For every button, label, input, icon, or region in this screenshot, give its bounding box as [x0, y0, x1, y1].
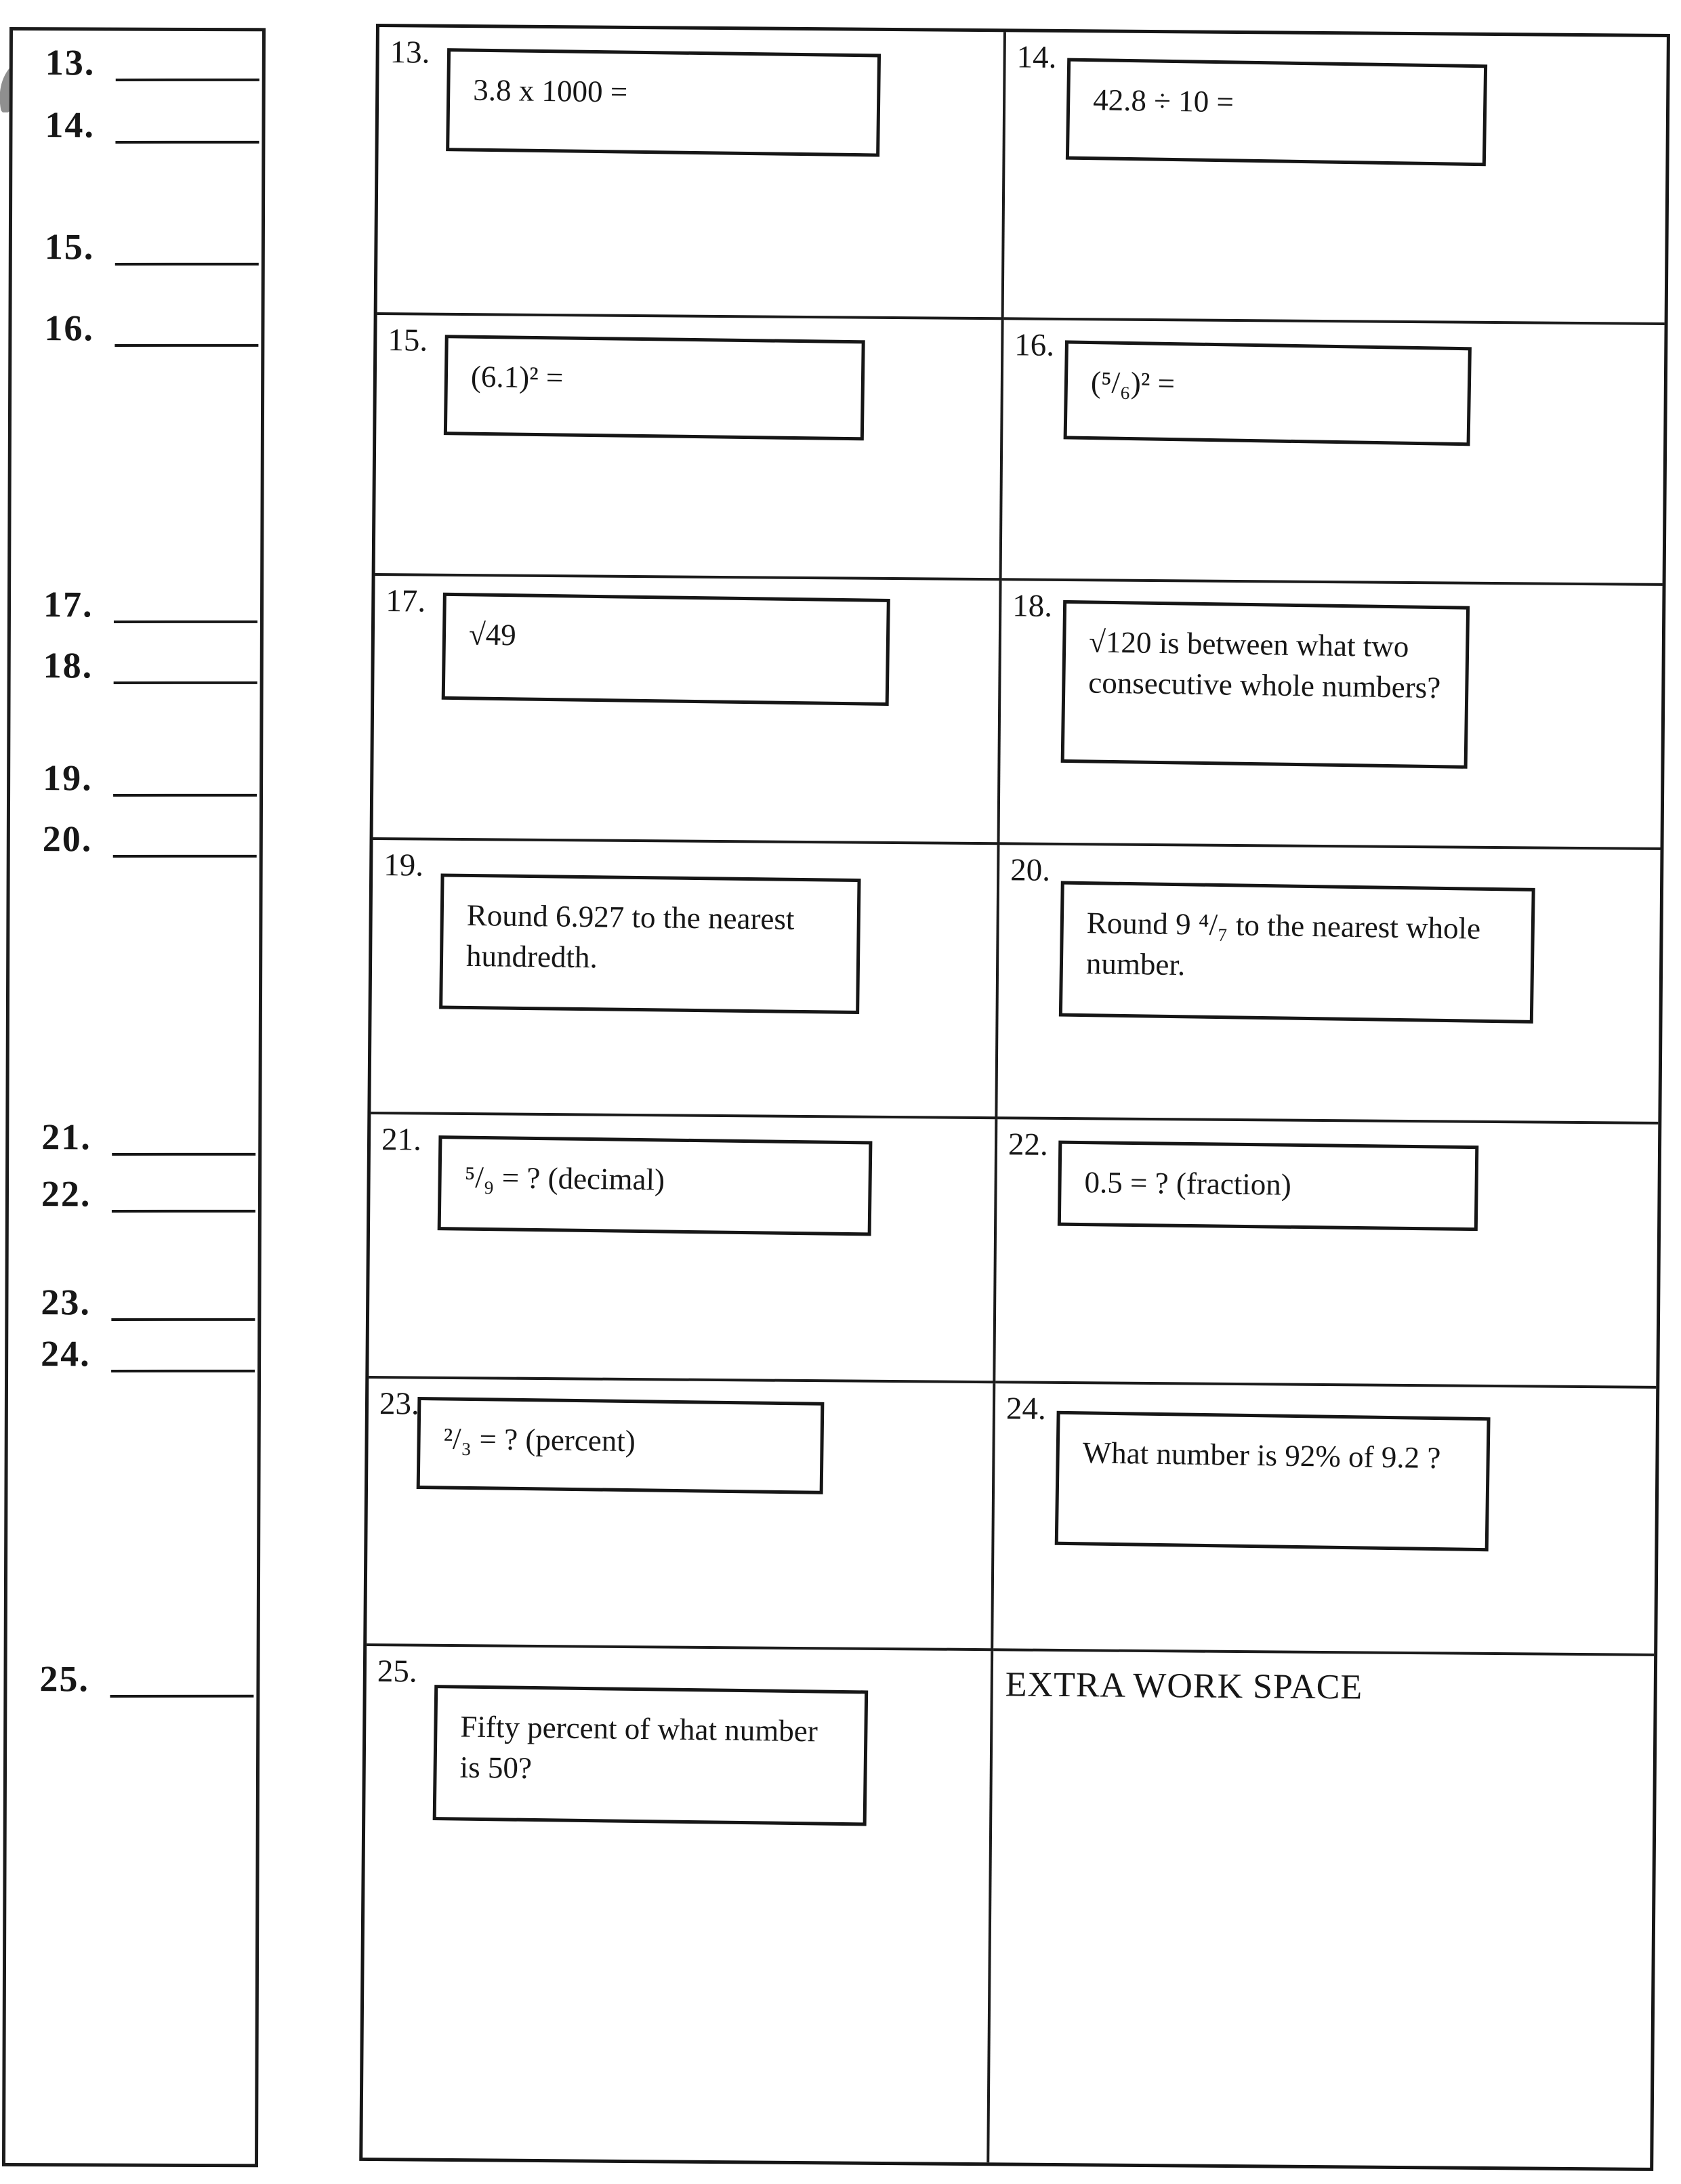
cell-number: 21. — [381, 1122, 422, 1158]
problems-grid: 13. 3.8 x 1000 = 14. 42.8 ÷ 10 = 15. (6.… — [359, 24, 1670, 2171]
answer-number: 15. — [44, 226, 95, 268]
extra-work-space-label: EXTRA WORK SPACE — [1005, 1665, 1363, 1707]
answer-blank-line — [111, 1362, 255, 1372]
answer-number: 18. — [43, 645, 94, 686]
answer-blank-line — [115, 133, 260, 144]
cell-number: 17. — [386, 583, 426, 619]
extra-work-space-cell: EXTRA WORK SPACE — [989, 1651, 1654, 2168]
question-box: ⁵/₉ = ? (decimal) — [437, 1135, 873, 1236]
question-text: Round 9 ⁴/₇ to the nearest whole number. — [1085, 906, 1481, 982]
problem-cell-25: 25. Fifty percent of what number is 50? — [362, 1645, 994, 2163]
cell-number: 13. — [390, 35, 430, 70]
answer-item: 25. — [39, 1658, 254, 1700]
question-text: (⁵/₆)² = — [1090, 365, 1176, 401]
question-text: ²/₃ = ? (percent) — [443, 1421, 636, 1458]
cell-number: 20. — [1010, 852, 1051, 888]
cell-number: 23. — [379, 1386, 419, 1422]
answer-number: 24. — [41, 1333, 91, 1374]
problem-cell-19: 19. Round 6.927 to the nearest hundredth… — [371, 840, 1000, 1120]
answer-blank-line — [112, 1146, 256, 1156]
cell-number: 18. — [1012, 588, 1053, 624]
question-text: 0.5 = ? (fraction) — [1084, 1165, 1292, 1202]
answer-blank-line — [110, 1687, 254, 1698]
question-box: √120 is between what two consecutive who… — [1060, 600, 1470, 769]
question-text: (6.1)² = — [470, 359, 564, 395]
cell-number: 25. — [377, 1654, 417, 1689]
problem-cell-17: 17. √49 — [373, 576, 1002, 845]
answer-item: 19. — [43, 757, 257, 799]
answer-item: 22. — [41, 1173, 255, 1215]
problem-cell-16: 16. (⁵/₆)² = — [1001, 320, 1665, 586]
answer-blank-line — [111, 1202, 255, 1213]
question-box: 0.5 = ? (fraction) — [1057, 1140, 1479, 1232]
answer-item: 20. — [43, 818, 257, 860]
problem-cell-23: 23. ²/₃ = ? (percent) — [367, 1378, 996, 1652]
answer-number: 20. — [42, 818, 93, 860]
question-text: What number is 92% of 9.2 ? — [1082, 1435, 1441, 1475]
cell-number: 24. — [1005, 1391, 1046, 1427]
answer-blank-line — [111, 1311, 255, 1321]
problem-cell-13: 13. 3.8 x 1000 = — [377, 27, 1006, 320]
question-box: Round 6.927 to the nearest hundredth. — [439, 873, 861, 1014]
problem-cell-20: 20. Round 9 ⁴/₇ to the nearest whole num… — [997, 845, 1661, 1125]
problem-cell-18: 18. √120 is between what two consecutive… — [999, 581, 1663, 850]
answer-number: 19. — [43, 757, 93, 799]
question-box: (⁵/₆)² = — [1063, 340, 1472, 446]
answer-item: 24. — [41, 1332, 255, 1375]
question-box: ²/₃ = ? (percent) — [416, 1396, 825, 1494]
answer-column: 13. 14. 15. 16. 17. 18. 19. 20. 21. 22. — [1, 27, 266, 2168]
question-text: Fifty percent of what number is 50? — [459, 1709, 818, 1786]
answer-blank-line — [113, 674, 257, 685]
question-text: ⁵/₉ = ? (decimal) — [464, 1160, 665, 1197]
answer-blank-line — [115, 71, 260, 82]
answer-number: 17. — [43, 584, 94, 625]
answer-number: 25. — [39, 1658, 90, 1700]
problem-cell-15: 15. (6.1)² = — [375, 315, 1004, 581]
cell-number: 22. — [1008, 1127, 1048, 1162]
answer-blank-line — [115, 337, 259, 348]
answer-item: 13. — [45, 41, 260, 84]
answer-blank-line — [115, 255, 259, 266]
problem-cell-24: 24. What number is 92% of 9.2 ? — [993, 1383, 1657, 1656]
answer-item: 21. — [41, 1116, 256, 1158]
question-text: Round 6.927 to the nearest hundredth. — [465, 898, 795, 975]
cell-number: 19. — [383, 847, 424, 883]
answer-number: 13. — [45, 42, 96, 83]
answer-blank-line — [113, 786, 257, 797]
question-text: 3.8 x 1000 = — [472, 72, 628, 109]
problem-cell-14: 14. 42.8 ÷ 10 = — [1003, 32, 1667, 325]
answer-item: 16. — [44, 307, 259, 350]
answer-item: 18. — [43, 644, 257, 687]
question-box: 3.8 x 1000 = — [446, 48, 881, 157]
answer-item: 23. — [41, 1281, 255, 1324]
question-text: √49 — [468, 617, 517, 652]
cell-number: 16. — [1014, 327, 1055, 363]
answer-number: 23. — [41, 1282, 91, 1323]
answer-item: 17. — [43, 583, 257, 626]
answer-item: 15. — [45, 226, 259, 268]
cell-number: 14. — [1016, 39, 1057, 75]
problem-cell-21: 21. ⁵/₉ = ? (decimal) — [369, 1114, 998, 1384]
question-box: What number is 92% of 9.2 ? — [1054, 1410, 1491, 1552]
answer-blank-line — [113, 613, 257, 624]
answer-number: 16. — [44, 308, 95, 349]
question-text: 42.8 ÷ 10 = — [1092, 83, 1234, 119]
answer-item: 14. — [45, 104, 260, 146]
answer-blank-line — [112, 847, 257, 858]
question-box: (6.1)² = — [443, 335, 865, 441]
question-box: Round 9 ⁴/₇ to the nearest whole number. — [1058, 881, 1535, 1024]
question-text: √120 is between what two consecutive who… — [1088, 625, 1441, 705]
answer-number: 14. — [45, 104, 96, 146]
question-box: Fifty percent of what number is 50? — [432, 1685, 869, 1826]
cell-number: 15. — [388, 322, 428, 358]
question-box: √49 — [441, 592, 890, 706]
problem-cell-22: 22. 0.5 = ? (fraction) — [995, 1119, 1659, 1389]
answer-number: 22. — [41, 1173, 91, 1215]
question-box: 42.8 ÷ 10 = — [1065, 58, 1488, 167]
answer-number: 21. — [41, 1116, 91, 1158]
